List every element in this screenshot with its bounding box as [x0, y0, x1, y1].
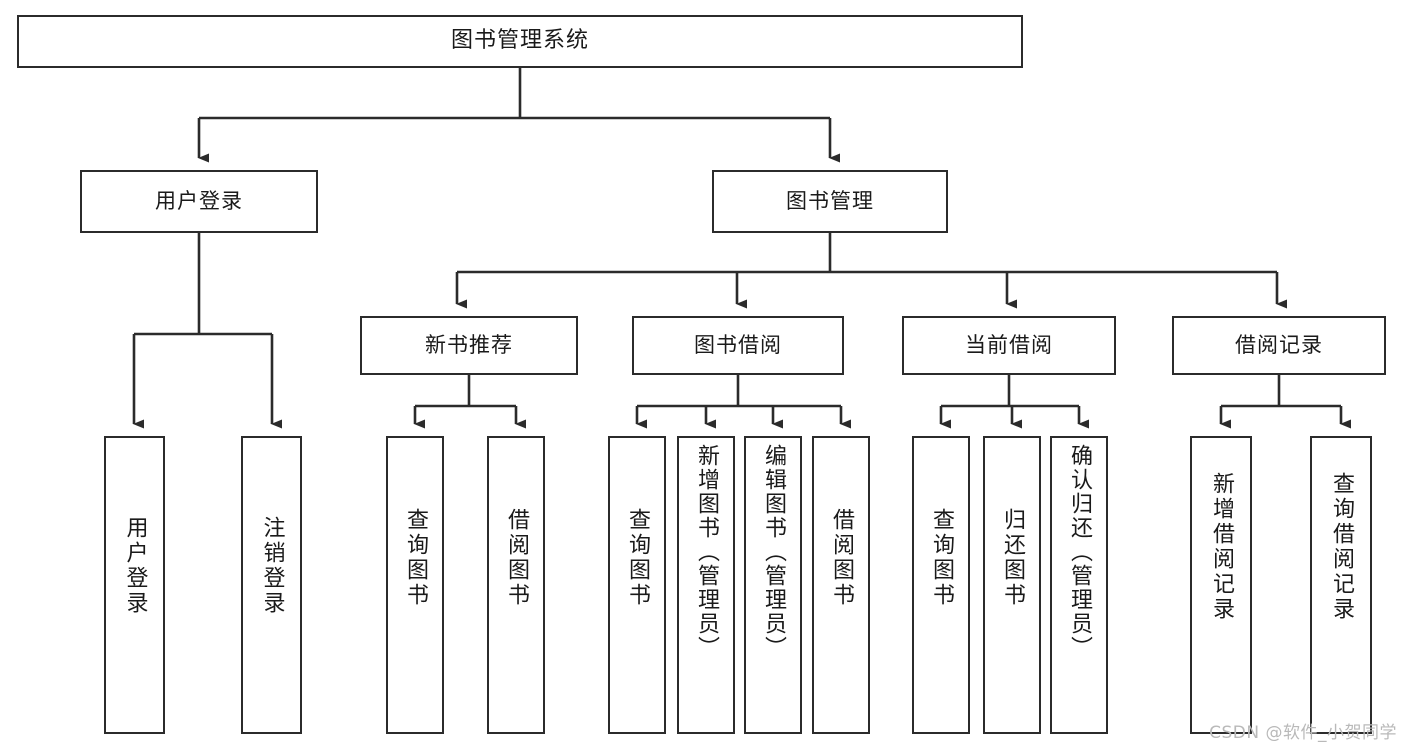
node-root-label: 图书管理系统	[450, 28, 589, 54]
node-leaf-user-logout-label: 注销登录	[259, 516, 285, 616]
node-leaf-query-book-2-label: 查询图书	[624, 508, 650, 608]
node-leaf-query-book-1[interactable]: 查询图书	[386, 436, 444, 734]
node-book-manage[interactable]: 图书管理	[712, 170, 948, 233]
node-root[interactable]: 图书管理系统	[17, 15, 1023, 68]
node-leaf-user-login-label: 用户登录	[122, 516, 148, 616]
node-leaf-add-book-label: 新增图书（管理员）	[693, 444, 719, 660]
node-leaf-confirm-return-label: 确认归还（管理员）	[1066, 444, 1092, 660]
node-leaf-return-book[interactable]: 归还图书	[983, 436, 1041, 734]
node-leaf-edit-book-label: 编辑图书（管理员）	[760, 444, 786, 660]
node-book-manage-label: 图书管理	[786, 188, 874, 213]
node-leaf-confirm-return[interactable]: 确认归还（管理员）	[1050, 436, 1108, 734]
node-leaf-add-record-label: 新增借阅记录	[1208, 472, 1234, 622]
node-leaf-return-book-label: 归还图书	[999, 508, 1025, 608]
node-leaf-borrow-book-2-label: 借阅图书	[828, 508, 854, 608]
node-new-book-recommend-label: 新书推荐	[425, 332, 513, 357]
node-current-borrow-label: 当前借阅	[965, 332, 1053, 357]
node-user-login-label: 用户登录	[155, 188, 243, 213]
node-borrow-record[interactable]: 借阅记录	[1172, 316, 1386, 375]
node-leaf-query-book-2[interactable]: 查询图书	[608, 436, 666, 734]
node-leaf-add-record[interactable]: 新增借阅记录	[1190, 436, 1252, 734]
node-leaf-query-book-1-label: 查询图书	[402, 508, 428, 608]
node-leaf-user-logout[interactable]: 注销登录	[241, 436, 302, 734]
csdn-watermark: CSDN @软件_小贺同学	[1209, 723, 1397, 743]
node-leaf-borrow-book-2[interactable]: 借阅图书	[812, 436, 870, 734]
node-leaf-query-record-label: 查询借阅记录	[1328, 472, 1354, 622]
node-user-login[interactable]: 用户登录	[80, 170, 318, 233]
node-new-book-recommend[interactable]: 新书推荐	[360, 316, 578, 375]
node-leaf-edit-book[interactable]: 编辑图书（管理员）	[744, 436, 802, 734]
node-leaf-borrow-book-1[interactable]: 借阅图书	[487, 436, 545, 734]
node-current-borrow[interactable]: 当前借阅	[902, 316, 1116, 375]
node-borrow-record-label: 借阅记录	[1235, 332, 1323, 357]
node-leaf-add-book[interactable]: 新增图书（管理员）	[677, 436, 735, 734]
node-leaf-query-book-3[interactable]: 查询图书	[912, 436, 970, 734]
node-leaf-query-book-3-label: 查询图书	[928, 508, 954, 608]
node-leaf-user-login[interactable]: 用户登录	[104, 436, 165, 734]
node-leaf-query-record[interactable]: 查询借阅记录	[1310, 436, 1372, 734]
node-book-borrow[interactable]: 图书借阅	[632, 316, 844, 375]
node-book-borrow-label: 图书借阅	[694, 332, 782, 357]
node-leaf-borrow-book-1-label: 借阅图书	[503, 508, 529, 608]
